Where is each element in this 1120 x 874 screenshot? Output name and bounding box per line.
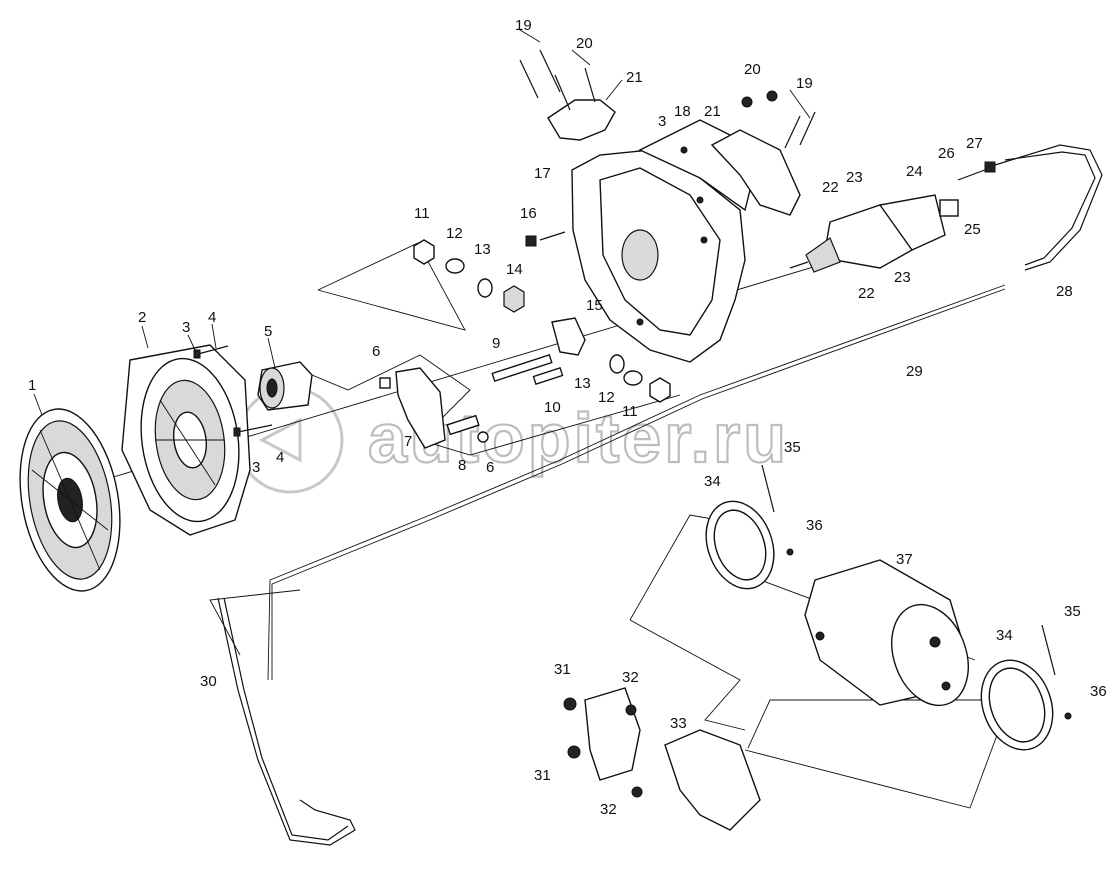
label-30: 30 [200, 673, 217, 690]
label-21-right: 21 [704, 103, 721, 120]
label-35: 35 [784, 439, 801, 456]
label-11-lower: 11 [622, 403, 638, 420]
label-22: 22 [822, 179, 839, 196]
washers-and-nuts [413, 239, 671, 403]
label-20-right: 20 [744, 61, 761, 78]
part-number-labels: 1 2 3 4 5 3 4 6 7 8 6 9 10 11 12 13 14 1… [28, 17, 1107, 818]
label-34-right: 34 [996, 627, 1013, 644]
label-26: 26 [938, 145, 955, 162]
label-3-top: 3 [658, 113, 666, 130]
label-6: 6 [372, 343, 380, 360]
label-19-right: 19 [796, 75, 813, 92]
label-33: 33 [670, 715, 687, 732]
label-17: 17 [534, 165, 551, 182]
label-4: 4 [208, 309, 216, 326]
label-1: 1 [28, 377, 36, 394]
label-22-lower: 22 [858, 285, 875, 302]
air-reservoir [705, 464, 1072, 751]
label-18: 18 [674, 103, 691, 120]
clutch-housing [571, 119, 761, 363]
label-15: 15 [586, 297, 603, 314]
label-25: 25 [964, 221, 981, 238]
label-14: 14 [506, 261, 523, 278]
label-5: 5 [264, 323, 272, 340]
label-6-lower: 6 [486, 459, 494, 476]
label-37: 37 [896, 551, 913, 568]
label-34: 34 [704, 473, 721, 490]
label-36-right: 36 [1090, 683, 1107, 700]
label-7: 7 [404, 433, 412, 450]
housing-brackets [519, 49, 816, 247]
label-10: 10 [544, 399, 561, 416]
label-9: 9 [492, 335, 500, 352]
cover-bolts [193, 345, 273, 437]
pressure-plate [121, 344, 251, 536]
reservoir-bracket [563, 687, 761, 831]
clutch-disc [19, 408, 121, 592]
hydraulic-pipes [217, 144, 1103, 846]
label-27: 27 [966, 135, 983, 152]
label-16: 16 [520, 205, 537, 222]
label-23-lower: 23 [894, 269, 911, 286]
label-36: 36 [806, 517, 823, 534]
label-28: 28 [1056, 283, 1073, 300]
label-19: 19 [515, 17, 532, 34]
label-32-lower: 32 [600, 801, 617, 818]
label-11: 11 [414, 205, 430, 222]
label-2: 2 [138, 309, 146, 326]
label-32: 32 [622, 669, 639, 686]
label-24: 24 [906, 163, 923, 180]
label-31: 31 [554, 661, 571, 678]
label-12: 12 [446, 225, 463, 242]
label-12-lower: 12 [598, 389, 615, 406]
clutch-booster [789, 161, 996, 273]
label-13-lower: 13 [574, 375, 591, 392]
label-20: 20 [576, 35, 593, 52]
release-fork [379, 317, 586, 449]
label-21: 21 [626, 69, 643, 86]
label-4-lower: 4 [276, 449, 284, 466]
label-3: 3 [182, 319, 190, 336]
release-bearing [257, 361, 313, 411]
label-23: 23 [846, 169, 863, 186]
label-3-lower: 3 [252, 459, 260, 476]
label-31-lower: 31 [534, 767, 551, 784]
label-13: 13 [474, 241, 491, 258]
leader-lines [33, 29, 811, 416]
label-35-right: 35 [1064, 603, 1081, 620]
label-8: 8 [458, 457, 466, 474]
label-29: 29 [906, 363, 923, 380]
